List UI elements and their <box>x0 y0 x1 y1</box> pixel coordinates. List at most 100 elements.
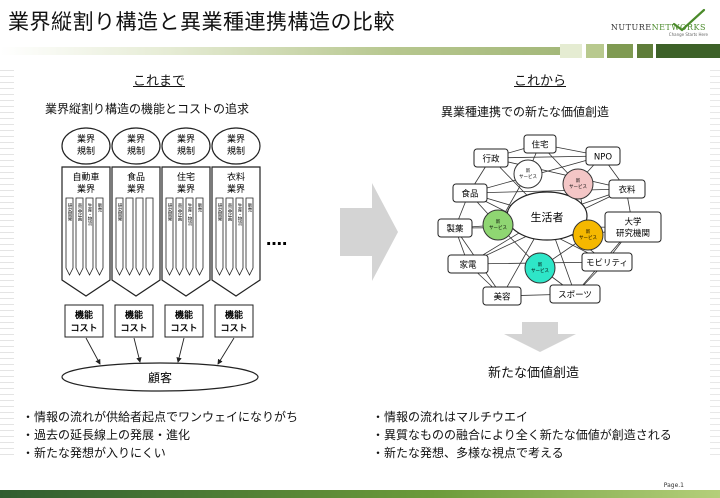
cost-label-1: 機能 <box>75 309 93 321</box>
industry-label-1: 衣料 <box>227 171 245 183</box>
new-service-circle-white <box>513 159 543 189</box>
new-service-circle-orange <box>572 219 604 251</box>
left-bullet: ・情報の流れが供給者起点でワンウェイになりがち <box>22 410 299 424</box>
new-service-circle-pink <box>562 168 594 200</box>
node-food <box>452 183 488 203</box>
node-pharma-label: 製薬 <box>446 224 464 235</box>
function-label: 販売 <box>247 202 252 214</box>
function-arrow <box>185 197 194 276</box>
company-logo <box>612 8 712 44</box>
new-service-label: サービス <box>531 267 549 274</box>
regulation-ellipse <box>61 127 111 165</box>
node-government <box>473 148 509 168</box>
function-label: 研究開発 <box>117 203 122 223</box>
right-subheading: 異業種連携での新たな価値創造 <box>441 105 610 119</box>
industry-label-2: 業界 <box>227 183 245 195</box>
right-bullet: ・異質なものの融合により全く新たな価値が創造される <box>372 428 672 442</box>
new-service-label: サービス <box>489 224 507 231</box>
node-food-label: 食品 <box>461 189 478 200</box>
cost-box <box>64 304 104 338</box>
cost-label-2: コスト <box>170 323 197 334</box>
function-arrow <box>65 197 74 276</box>
function-arrow <box>95 197 104 276</box>
cost-label-1: 機能 <box>125 309 143 321</box>
industry-column-food: 業界 規制 食品 業界 研究開発 機能 コスト <box>111 127 161 338</box>
function-label: 商品企画 <box>177 202 182 223</box>
left-subheading: 業界縦割り構造の機能とコストの追求 <box>45 102 250 116</box>
cost-box <box>114 304 154 338</box>
new-service-circles: 新 サービス 新 サービス 新 サービス 新 サービス 新 サービス <box>482 159 604 284</box>
function-arrow <box>225 197 234 276</box>
node-apparel <box>608 179 646 199</box>
industry-column-housing: 業界 規制 住宅 業界 研究開発 商品企画 生産・物流 販売 機能 コスト <box>161 127 211 338</box>
node-beauty <box>482 286 522 306</box>
page-title: 業界縦割り構造と異業種連携構造の比較 <box>8 10 395 34</box>
new-service-label: 新 <box>576 177 581 184</box>
function-label: 研究開発 <box>67 203 72 223</box>
node-appliance-label: 家電 <box>459 260 477 271</box>
node-apparel-label: 衣料 <box>618 185 636 196</box>
node-sports-label: スポーツ <box>558 291 592 301</box>
function-arrow <box>145 197 154 276</box>
right-heading: これから <box>514 74 567 89</box>
right-bullet: ・情報の流れはマルチウエイ <box>372 410 529 424</box>
logo-text: NUTURENETWORKS <box>610 23 706 32</box>
function-label: 商品企画 <box>227 202 232 223</box>
industry-label-1: 住宅 <box>177 171 195 183</box>
logo-tagline: Change Starts Here <box>668 32 708 37</box>
node-pharma <box>437 218 473 238</box>
left-bullet: ・過去の延長線上の発展・進化 <box>22 428 191 442</box>
industry-label-2: 業界 <box>177 183 195 195</box>
node-government-label: 行政 <box>482 154 500 165</box>
function-label: 販売 <box>197 202 202 214</box>
node-university-label-2: 研究機関 <box>616 228 650 239</box>
function-arrow <box>125 197 134 276</box>
down-arrow-icon <box>504 322 576 352</box>
new-service-label: 新 <box>496 218 501 225</box>
function-label: 生産・物流 <box>237 202 242 227</box>
function-label: 生産・物流 <box>187 202 192 227</box>
regulation-label-2: 規制 <box>177 145 195 157</box>
new-service-label: サービス <box>569 183 587 190</box>
node-housing <box>523 134 557 154</box>
page-number: Page.1 <box>663 482 684 489</box>
regulation-label-2: 規制 <box>77 145 95 157</box>
function-label: 商品企画 <box>77 202 82 223</box>
consumer-center-label: 生活者 <box>531 210 564 224</box>
industry-column-apparel: 業界 規制 衣料 業界 研究開発 商品企画 生産・物流 販売 機能 コスト <box>211 127 261 338</box>
function-label: 販売 <box>97 202 102 214</box>
left-ruler-decoration <box>0 70 14 460</box>
cost-box <box>214 304 254 338</box>
node-npo-label: NPO <box>594 153 612 163</box>
cost-label-2: コスト <box>70 323 97 334</box>
industry-label-2: 業界 <box>77 183 95 195</box>
header-gradient-bar <box>0 47 560 55</box>
left-heading: これまで <box>133 74 186 89</box>
cost-label-1: 機能 <box>225 309 243 321</box>
function-arrow <box>215 197 224 276</box>
function-arrow <box>75 197 84 276</box>
left-bullets: ・情報の流れが供給者起点でワンウェイになりがち ・過去の延長線上の発展・進化 ・… <box>22 408 298 462</box>
function-arrow <box>235 197 244 276</box>
function-arrow <box>175 197 184 276</box>
regulation-ellipse <box>161 127 211 165</box>
regulation-label-1: 業界 <box>127 133 145 145</box>
regulation-label-2: 規制 <box>227 145 245 157</box>
network-diagram: 生活者 住宅 行政 NPO 食品 衣料 製薬 大学 研究機関 家電 モビリティ … <box>437 134 662 306</box>
left-bullet: ・新たな発想が入りにくい <box>22 446 166 460</box>
new-value-label: 新たな価値創造 <box>488 366 580 381</box>
industry-label-1: 自動車 <box>72 171 99 183</box>
function-arrow <box>135 197 144 276</box>
node-housing-label: 住宅 <box>531 140 548 151</box>
regulation-ellipse <box>211 127 261 165</box>
function-label: 生産・物流 <box>87 202 92 227</box>
node-university-label-1: 大学 <box>624 217 642 228</box>
new-service-label: サービス <box>519 173 537 180</box>
function-arrow <box>115 197 124 276</box>
industry-nodes: 住宅 行政 NPO 食品 衣料 製薬 大学 研究機関 家電 モビリティ 美容 ス… <box>437 134 662 306</box>
right-bullets: ・情報の流れはマルチウエイ ・異質なものの融合により全く新たな価値が創造される … <box>372 408 672 462</box>
new-service-circle-cyan <box>524 252 556 284</box>
node-mobility <box>581 252 633 272</box>
checkmark-logo-icon <box>672 8 706 32</box>
